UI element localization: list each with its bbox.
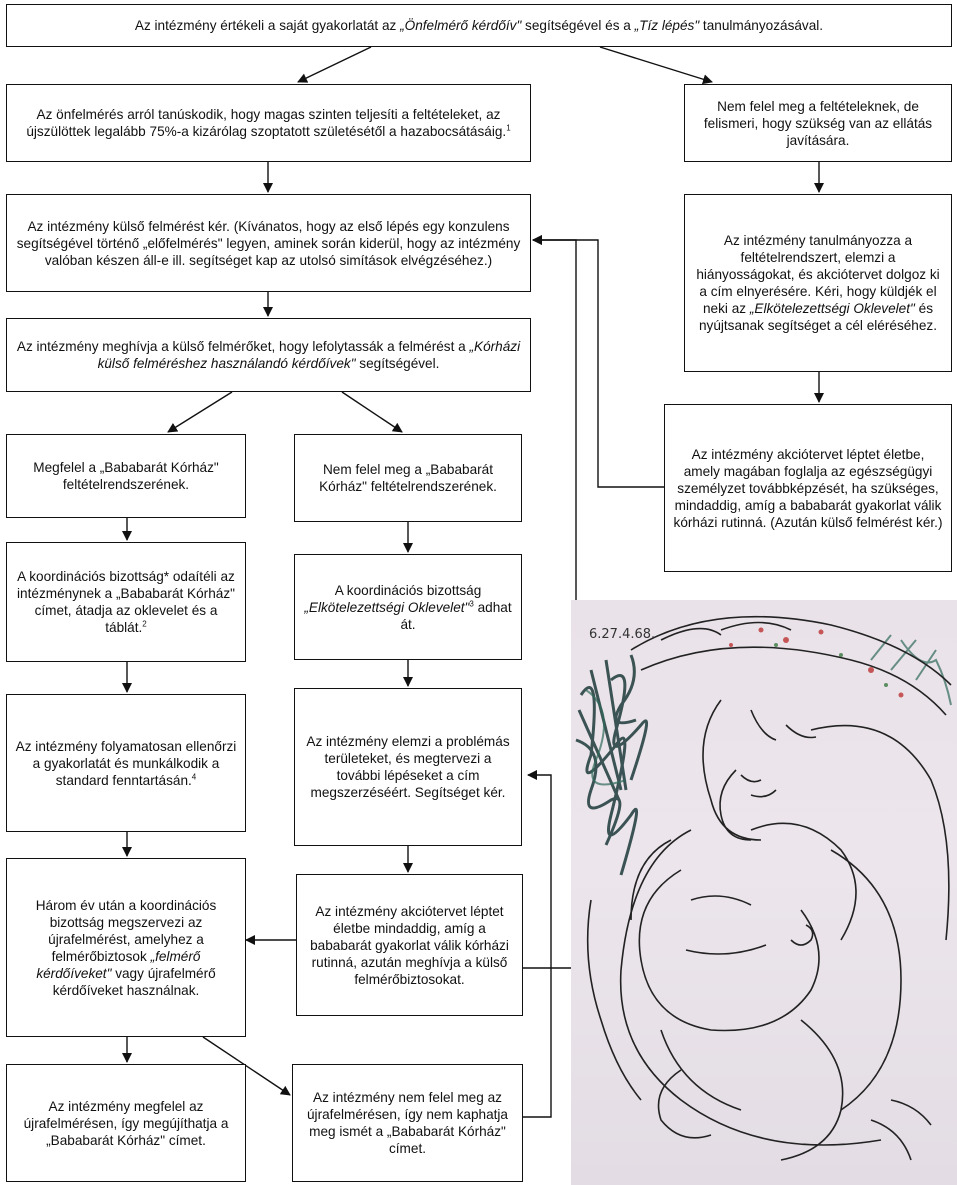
conforms-text: Megfelel a „Bababarát Kórház" feltételre…	[33, 460, 219, 492]
meets-criteria-box: Az önfelmérés arról tanúskodik, hogy mag…	[6, 84, 531, 162]
action-plan-training-text: Az intézmény akciótervet léptet életbe, …	[673, 446, 943, 530]
renew-title-box: Az intézmény megfelel az újrafelmérésen,…	[6, 1064, 246, 1182]
action-plan-reinvite-text: Az intézmény akciótervet léptet életbe m…	[310, 903, 509, 987]
arrow-top-to-meets	[297, 46, 372, 83]
arrow-top-to-notmeets	[599, 46, 713, 85]
commitment-certificate-text: A koordinációs bizottság „Elkötelezettsé…	[304, 582, 512, 632]
studies-criteria-box: Az intézmény tanulmányozza a feltételren…	[684, 194, 952, 372]
external-assessment-request-box: Az intézmény külső felmérést kér. (Kíván…	[6, 194, 531, 292]
arrow-invites-to-nonconform	[341, 391, 403, 433]
analyses-problems-box: Az intézmény elemzi a problémás területe…	[294, 688, 522, 846]
renew-title-text: Az intézmény megfelel az újrafelmérésen,…	[23, 1098, 229, 1148]
arrow-fail-loop-to-analyses	[523, 770, 552, 1118]
reassessment-text: Három év után a koordinációs bizottság m…	[35, 897, 217, 998]
award-title-box: A koordinációs bizottság* odaítéli az in…	[6, 542, 246, 662]
not-conforms-box: Nem felel meg a „Bababarát Kórház" felté…	[294, 434, 522, 522]
arrow-reassess-to-fail	[202, 1036, 291, 1096]
arrow-invites-to-conform	[167, 391, 233, 433]
not-meets-criteria-box: Nem felel meg a feltételeknek, de felism…	[684, 84, 952, 162]
action-plan-training-box: Az intézmény akciótervet léptet életbe, …	[664, 404, 952, 572]
analyses-problems-text: Az intézmény elemzi a problémás területe…	[306, 734, 510, 800]
fails-reassessment-text: Az intézmény nem felel meg az újrafelmér…	[307, 1090, 508, 1156]
mother-and-child-sketch: 6.27.4.68.	[575, 615, 952, 1161]
monitors-practice-text: Az intézmény folyamatosan ellenőrzi a gy…	[15, 738, 237, 788]
action-plan-reinvite-box: Az intézmény akciótervet léptet életbe m…	[296, 874, 523, 1016]
conforms-box: Megfelel a „Bababarát Kórház" feltételre…	[6, 434, 246, 518]
invites-assessors-text: Az intézmény meghívja a külső felmérőket…	[16, 339, 521, 371]
monitors-practice-box: Az intézmény folyamatosan ellenőrzi a gy…	[6, 694, 246, 832]
start-self-assessment-text: Az intézmény értékeli a saját gyakorlatá…	[134, 18, 824, 33]
start-self-assessment-box: Az intézmény értékeli a saját gyakorlatá…	[6, 4, 952, 47]
meets-criteria-text: Az önfelmérés arról tanúskodik, hogy mag…	[26, 107, 511, 139]
not-meets-criteria-text: Nem felel meg a feltételeknek, de felism…	[703, 98, 933, 148]
fails-reassessment-box: Az intézmény nem felel meg az újrafelmér…	[292, 1064, 523, 1182]
invites-assessors-box: Az intézmény meghívja a külső felmérőket…	[6, 318, 531, 392]
drawing-date-inscription: 6.27.4.68.	[589, 627, 655, 642]
reassessment-box: Három év után a koordinációs bizottság m…	[6, 858, 246, 1037]
commitment-certificate-box: A koordinációs bizottság „Elkötelezettsé…	[294, 554, 522, 660]
external-assessment-request-text: Az intézmény külső felmérést kér. (Kíván…	[16, 218, 521, 268]
breastfeeding-drawing-image: 6.27.4.68.	[571, 600, 957, 1185]
award-title-text: A koordinációs bizottság* odaítéli az in…	[17, 569, 235, 635]
studies-criteria-text: Az intézmény tanulmányozza a feltételren…	[696, 233, 940, 333]
not-conforms-text: Nem felel meg a „Bababarát Kórház" felté…	[319, 462, 497, 494]
arrow-action1-loop-to-external	[532, 235, 664, 488]
